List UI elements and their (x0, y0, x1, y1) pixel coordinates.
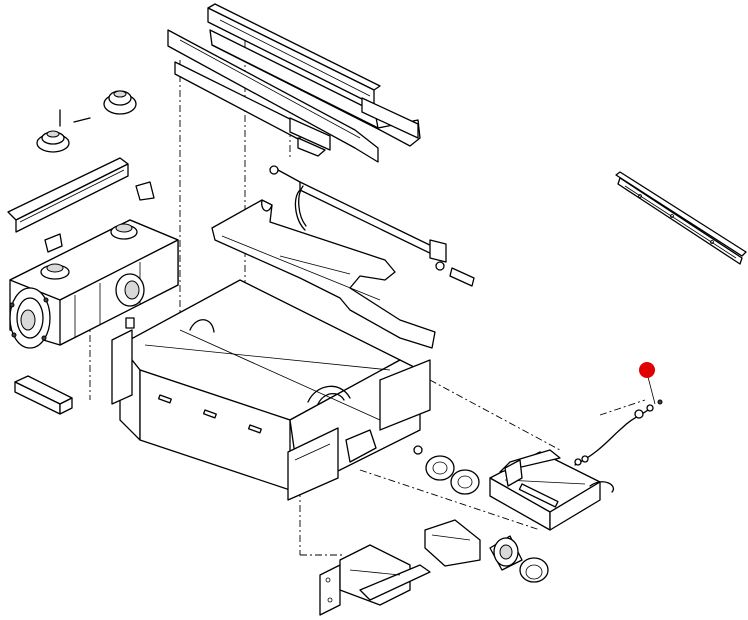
linkage-rod (269, 165, 475, 287)
flange-gaskets (413, 445, 480, 495)
right-side-strip (615, 171, 747, 265)
sprocket-right (103, 90, 137, 115)
tray-assembly (489, 449, 614, 531)
bearing-housing (489, 535, 549, 583)
control-cable (574, 372, 663, 466)
main-chassis-frame (111, 279, 431, 501)
upper-rail-assembly (167, 3, 421, 163)
sprocket-left (36, 109, 91, 153)
gearbox-assembly (7, 157, 179, 349)
lower-frame-assembly (319, 544, 431, 616)
leader-lines (89, 40, 646, 556)
lower-bracket (424, 519, 481, 567)
spring-plate (211, 199, 436, 349)
highlight-marker (639, 362, 655, 378)
